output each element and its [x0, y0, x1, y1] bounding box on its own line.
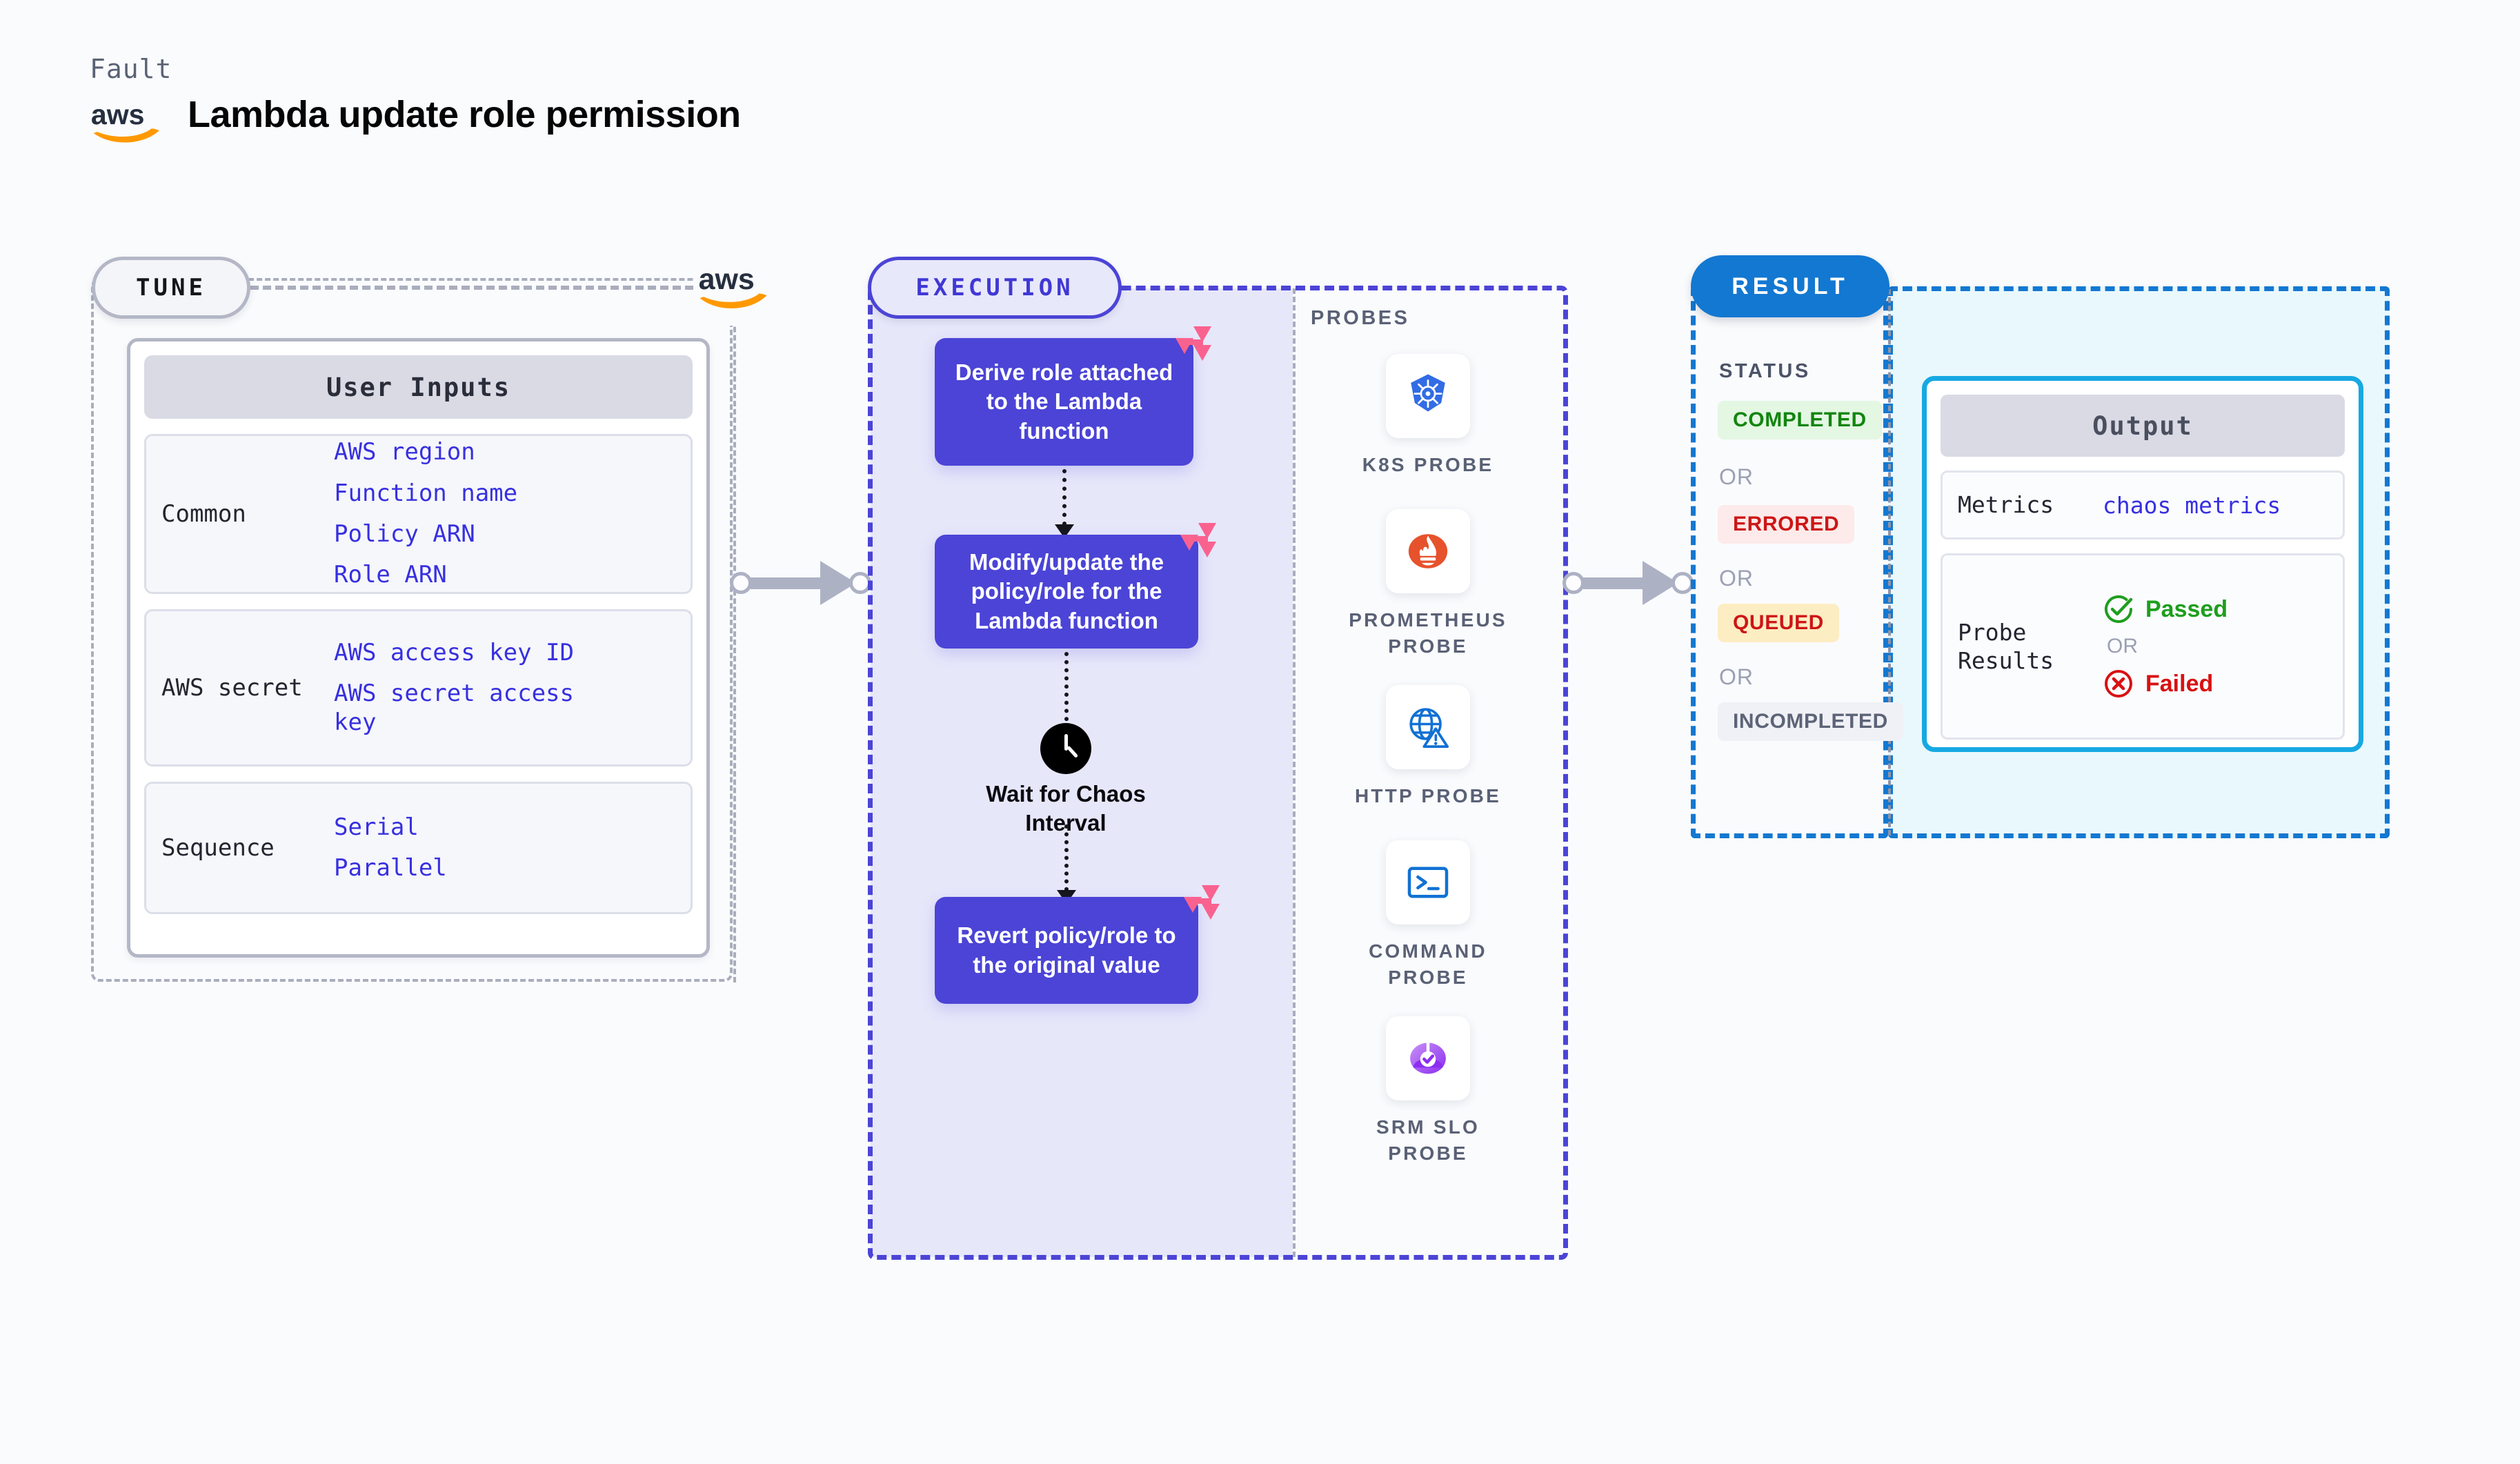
- flow-arrow-3: [1064, 824, 1069, 891]
- probe-result-failed: Failed: [2103, 668, 2228, 700]
- probe-prometheus[interactable]: PROMETHEUS PROBE: [1349, 509, 1507, 660]
- execution-step-2[interactable]: Modify/update the policy/role for the La…: [935, 535, 1198, 649]
- terminal-icon: [1407, 867, 1449, 898]
- tune-section-outline: [91, 278, 733, 982]
- probe-tile: [1386, 509, 1470, 593]
- probe-result-passed: Passed: [2103, 593, 2228, 625]
- probe-http[interactable]: HTTP PROBE: [1349, 685, 1507, 809]
- probe-label: SRM SLO PROBE: [1376, 1116, 1480, 1164]
- status-badge-completed: COMPLETED: [1718, 401, 1882, 439]
- probe-label: PROMETHEUS PROBE: [1349, 609, 1507, 657]
- execution-step-3[interactable]: Revert policy/role to the original value: [935, 897, 1198, 1004]
- probe-tile: [1386, 354, 1470, 438]
- probe-label: COMMAND PROBE: [1369, 940, 1487, 988]
- input-option-parallel[interactable]: Parallel: [334, 854, 447, 882]
- page-title: Lambda update role permission: [188, 94, 741, 135]
- metrics-value[interactable]: chaos metrics: [2103, 491, 2281, 519]
- tune-right-dashed-edge: [733, 286, 736, 982]
- passed-label: Passed: [2145, 595, 2228, 622]
- connector-execution-to-result: [1562, 561, 1694, 605]
- output-row-metrics: Metrics chaos metrics: [1941, 471, 2345, 540]
- prometheus-icon: [1408, 534, 1448, 568]
- input-field-policy-arn[interactable]: Policy ARN: [334, 520, 475, 548]
- input-field-aws-region[interactable]: AWS region: [334, 438, 475, 466]
- probe-tile: [1386, 685, 1470, 769]
- execution-step-1[interactable]: Derive role attached to the Lambda funct…: [935, 338, 1193, 466]
- probe-results-or: OR: [2107, 635, 2138, 657]
- execution-section-outline: [868, 286, 1568, 1260]
- output-row-probe-results: Probe Results Passed OR Faile: [1941, 553, 2345, 740]
- tune-badge: TUNE: [92, 257, 250, 319]
- connector-tune-to-execution: [730, 561, 871, 605]
- flow-arrow-1: [1062, 469, 1066, 526]
- input-group-sequence: Sequence Serial Parallel: [144, 782, 693, 914]
- result-badge: RESULT: [1691, 255, 1889, 317]
- group-label: Sequence: [161, 834, 275, 862]
- litmus-icon: [1180, 523, 1216, 557]
- status-or-2: OR: [1719, 566, 1754, 591]
- svg-text:aws: aws: [699, 263, 755, 296]
- execution-badge: EXECUTION: [868, 257, 1122, 319]
- litmus-icon: [1175, 326, 1211, 361]
- probe-label: K8S PROBE: [1362, 454, 1494, 475]
- connector-bar: [1583, 577, 1644, 589]
- group-label: Common: [161, 500, 246, 528]
- input-option-serial[interactable]: Serial: [334, 813, 419, 841]
- result-panels-divider: [1888, 289, 1891, 835]
- probe-srm-slo[interactable]: SRM SLO PROBE: [1349, 1016, 1507, 1167]
- status-badge-incompleted: INCOMPLETED: [1718, 702, 1903, 741]
- failed-label: Failed: [2145, 670, 2214, 697]
- kubernetes-icon: [1411, 374, 1445, 412]
- status-badge-queued: QUEUED: [1718, 604, 1839, 642]
- connector-bar: [751, 577, 822, 589]
- probes-title: PROBES: [1311, 307, 1410, 329]
- user-inputs-card: User Inputs Common AWS region Function n…: [127, 338, 710, 958]
- status-or-3: OR: [1719, 664, 1754, 689]
- metrics-label: Metrics: [1958, 491, 2054, 519]
- status-or-1: OR: [1719, 464, 1754, 489]
- input-field-role-arn[interactable]: Role ARN: [334, 561, 447, 589]
- user-inputs-title: User Inputs: [144, 355, 693, 419]
- clock-icon: [1040, 723, 1091, 774]
- probe-label: HTTP PROBE: [1355, 785, 1501, 807]
- probe-results-label: Probe Results: [1958, 618, 2054, 674]
- litmus-icon: [1184, 885, 1220, 920]
- probe-k8s[interactable]: K8S PROBE: [1349, 354, 1507, 478]
- tune-dashed-connector: [250, 286, 706, 290]
- input-group-aws-secret: AWS secret AWS access key ID AWS secret …: [144, 609, 693, 766]
- connector-start-dot: [1562, 572, 1585, 594]
- srm-slo-icon: [1410, 1042, 1446, 1074]
- page-kicker: Fault: [90, 54, 172, 84]
- output-card: Output Metrics chaos metrics Probe Resul…: [1922, 376, 2363, 752]
- aws-provider-icon: aws: [695, 251, 772, 326]
- status-title: STATUS: [1719, 360, 1811, 382]
- check-circle-icon: [2105, 595, 2133, 623]
- input-group-common: Common AWS region Function name Policy A…: [144, 434, 693, 594]
- execution-probes-divider: [1293, 288, 1296, 1257]
- status-badge-errored: ERRORED: [1718, 505, 1855, 544]
- input-field-secret-access-key[interactable]: AWS secret access key: [334, 680, 574, 736]
- svg-text:aws: aws: [91, 99, 145, 130]
- input-field-access-key-id[interactable]: AWS access key ID: [334, 638, 574, 666]
- x-circle-icon: [2105, 670, 2132, 698]
- input-field-function-name[interactable]: Function name: [334, 479, 518, 507]
- aws-logo: aws: [91, 99, 159, 143]
- probe-tile: [1386, 1016, 1470, 1100]
- globe-warning-icon: [1409, 708, 1449, 749]
- flow-arrow-2: [1064, 652, 1069, 729]
- probe-command[interactable]: COMMAND PROBE: [1349, 840, 1507, 991]
- connector-start-dot: [730, 572, 752, 594]
- output-title: Output: [1941, 395, 2345, 457]
- probe-tile: [1386, 840, 1470, 924]
- group-label: AWS secret: [161, 674, 303, 702]
